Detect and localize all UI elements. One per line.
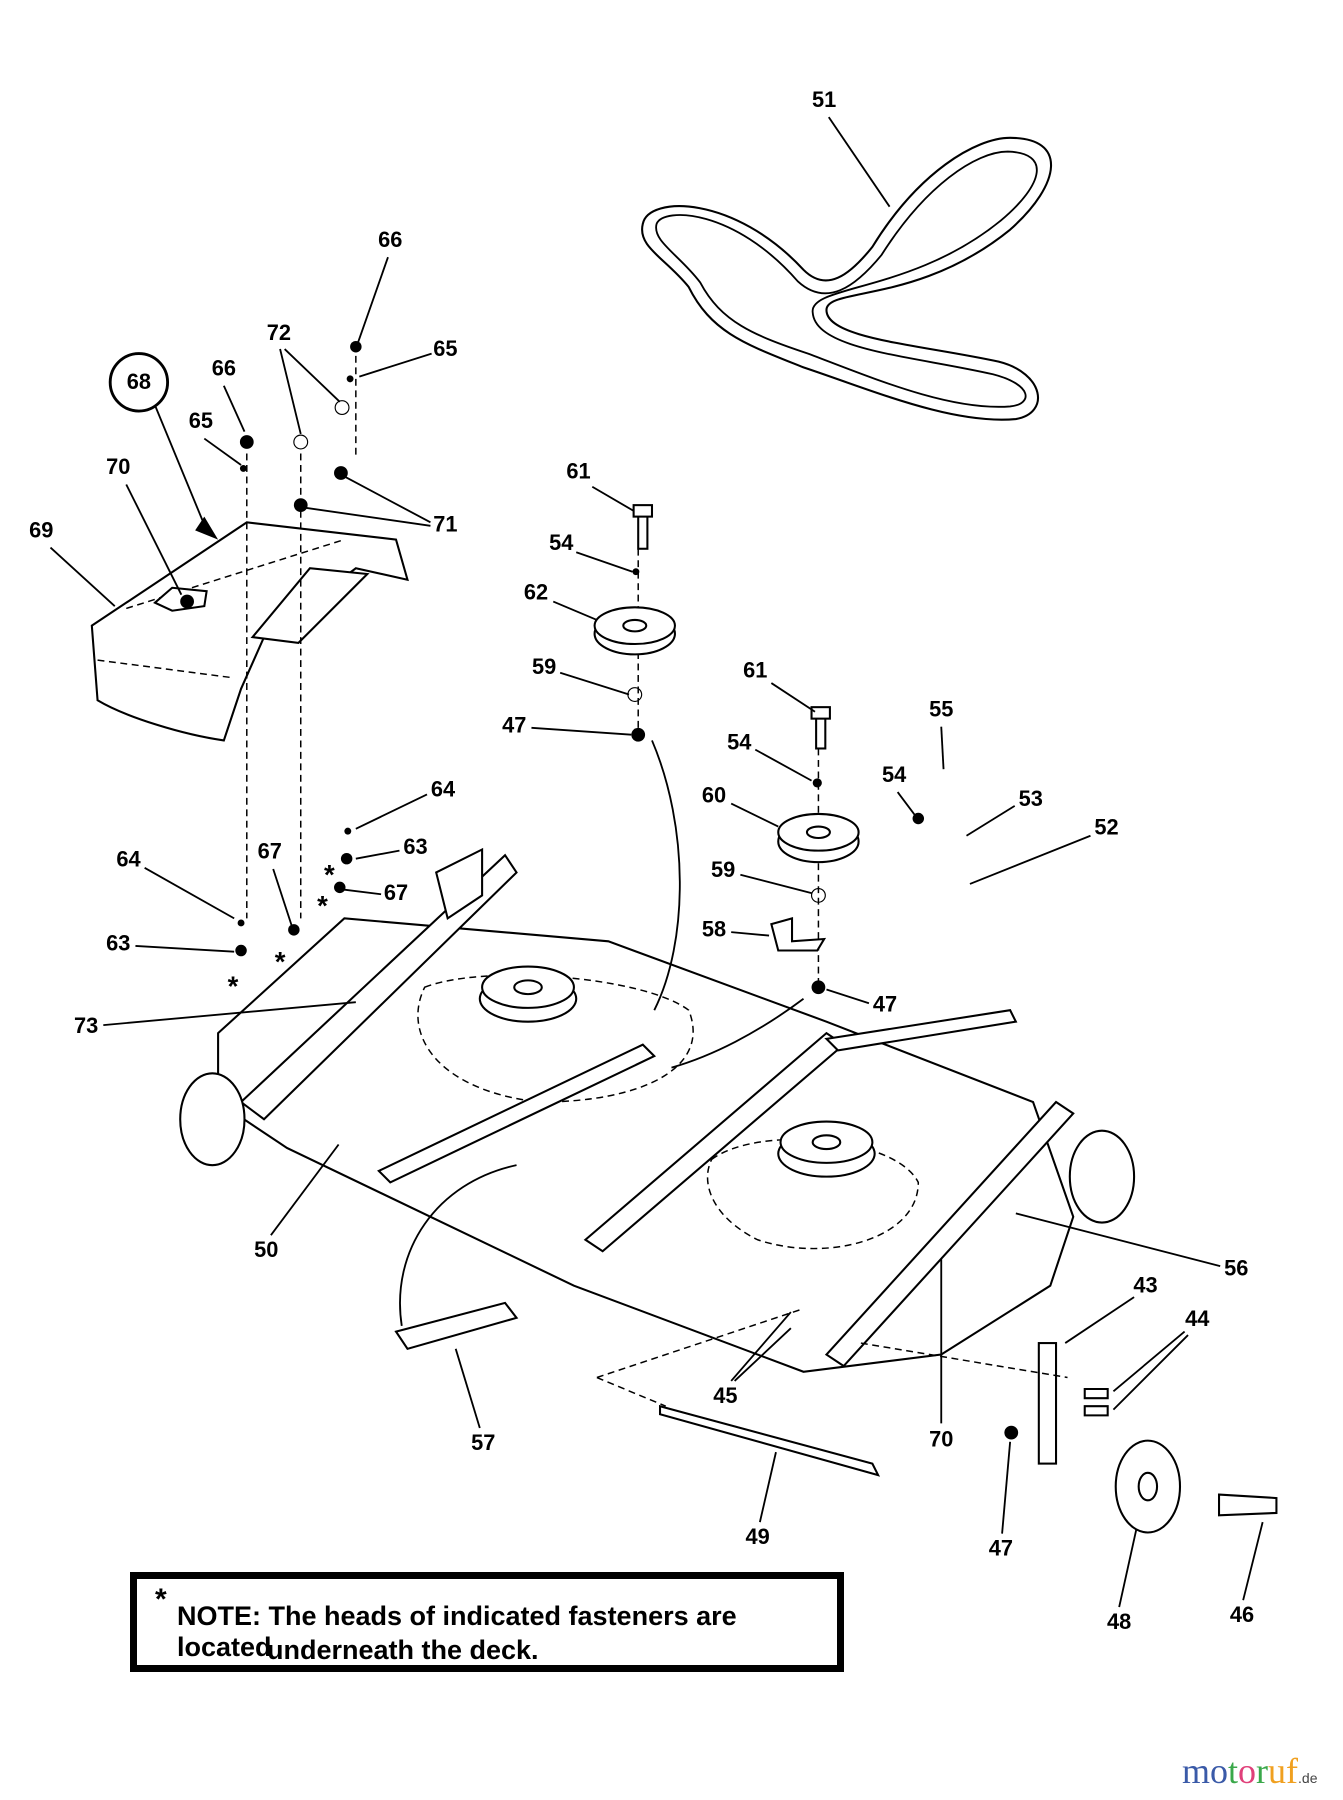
leader-lines <box>49 116 1264 1608</box>
discharge-chute <box>90 521 409 742</box>
callout-63: 63 <box>106 931 130 956</box>
callout-46: 46 <box>1230 1602 1254 1627</box>
callout-55: 55 <box>929 696 953 721</box>
callout-65: 65 <box>433 336 457 361</box>
callout-59: 59 <box>711 857 735 882</box>
callout-67: 67 <box>258 839 282 864</box>
note-line-1: NOTE: The heads of indicated fasteners a… <box>177 1601 737 1662</box>
callout-49: 49 <box>745 1524 769 1549</box>
callout-50: 50 <box>254 1237 278 1262</box>
callout-58: 58 <box>702 917 726 942</box>
idler-pulley-62 <box>593 606 676 656</box>
callout-57: 57 <box>471 1430 495 1455</box>
reference-circle <box>108 352 170 413</box>
note-line-2: underneath the deck. <box>267 1635 539 1665</box>
watermark-letter: o <box>1210 1751 1229 1791</box>
idler-pulley-60 <box>777 812 860 864</box>
asterisk: * <box>228 970 239 1001</box>
callout-67: 67 <box>384 880 408 905</box>
callout-68: 68 <box>127 369 151 394</box>
callout-69: 69 <box>29 517 53 542</box>
callout-48: 48 <box>1107 1609 1131 1634</box>
callout-70: 70 <box>929 1426 953 1451</box>
spring-57 <box>394 1301 519 1351</box>
asterisk: * <box>275 946 286 977</box>
callout-61: 61 <box>743 657 767 682</box>
callout-70: 70 <box>106 454 130 479</box>
callout-60: 60 <box>702 782 726 807</box>
asterisk-marks: * * * * <box>228 859 335 1001</box>
bracket-58 <box>770 917 827 952</box>
callout-47: 47 <box>989 1535 1013 1560</box>
belt <box>641 136 1053 421</box>
watermark-letter: t <box>1228 1751 1239 1791</box>
callout-52: 52 <box>1094 815 1118 840</box>
callout-54: 54 <box>882 762 906 787</box>
callout-73: 73 <box>74 1013 98 1038</box>
callout-66: 66 <box>212 355 236 380</box>
callout-54: 54 <box>549 530 573 555</box>
watermark-letter: r <box>1256 1751 1269 1791</box>
watermark-logo: motoruf.de <box>1182 1751 1318 1791</box>
asterisk: * <box>324 859 335 890</box>
watermark-letter: m <box>1182 1751 1211 1791</box>
callout-59: 59 <box>532 654 556 679</box>
callout-64: 64 <box>116 847 140 872</box>
callout-51: 51 <box>812 87 836 112</box>
callout-labels: 51 66 65 72 66 65 68 70 69 71 61 54 62 5… <box>29 87 1254 1634</box>
watermark-letter: u <box>1268 1751 1287 1791</box>
callout-47: 47 <box>502 712 526 737</box>
callout-53: 53 <box>1019 786 1043 811</box>
callout-72: 72 <box>267 320 291 345</box>
callout-65: 65 <box>189 408 213 433</box>
callout-47: 47 <box>873 991 897 1016</box>
callout-44: 44 <box>1185 1306 1209 1331</box>
callout-66: 66 <box>378 227 402 252</box>
callout-43: 43 <box>1133 1273 1157 1298</box>
callout-62: 62 <box>524 579 548 604</box>
callout-64: 64 <box>431 777 455 802</box>
callout-45: 45 <box>713 1383 737 1408</box>
asterisk: * <box>155 1583 167 1616</box>
gauge-wheels <box>179 1072 1278 1534</box>
mower-deck <box>217 847 1075 1373</box>
callout-63: 63 <box>403 834 427 859</box>
watermark-letter: o <box>1238 1751 1257 1791</box>
note-box: * NOTE: The heads of indicated fasteners… <box>130 1572 844 1672</box>
callout-56: 56 <box>1224 1255 1248 1280</box>
asterisk: * <box>317 890 328 921</box>
callout-71: 71 <box>433 512 457 537</box>
callout-54: 54 <box>727 730 751 755</box>
callout-61: 61 <box>566 459 590 484</box>
watermark-letter: f <box>1286 1751 1299 1791</box>
rod-49 <box>658 1404 881 1477</box>
